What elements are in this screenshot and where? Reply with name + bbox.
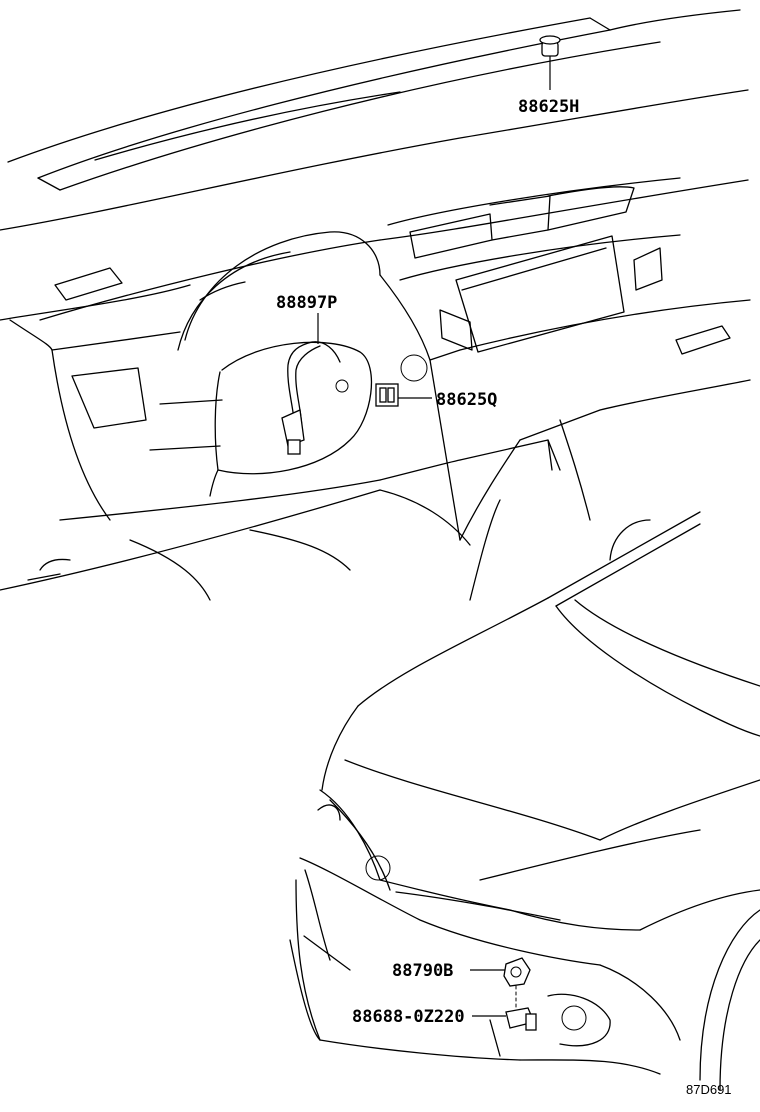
label-88897P: 88897P [276,293,337,313]
part-88790B-bracket [470,957,531,987]
part-88625Q-connector [375,383,432,407]
dashboard-drawing [0,9,751,601]
part-88688-0Z220-sensor [472,985,537,1031]
part-88897P-harness [281,313,341,455]
label-88625Q: 88625Q [436,390,497,410]
label-88625H: 88625H [518,97,579,117]
label-88790B: 88790B [392,961,453,981]
figure-code: 87D691 [686,1082,732,1097]
part-88625H-clip [539,35,561,90]
label-88688-0Z220: 88688-0Z220 [352,1007,465,1027]
vehicle-front-drawing [289,511,760,1091]
